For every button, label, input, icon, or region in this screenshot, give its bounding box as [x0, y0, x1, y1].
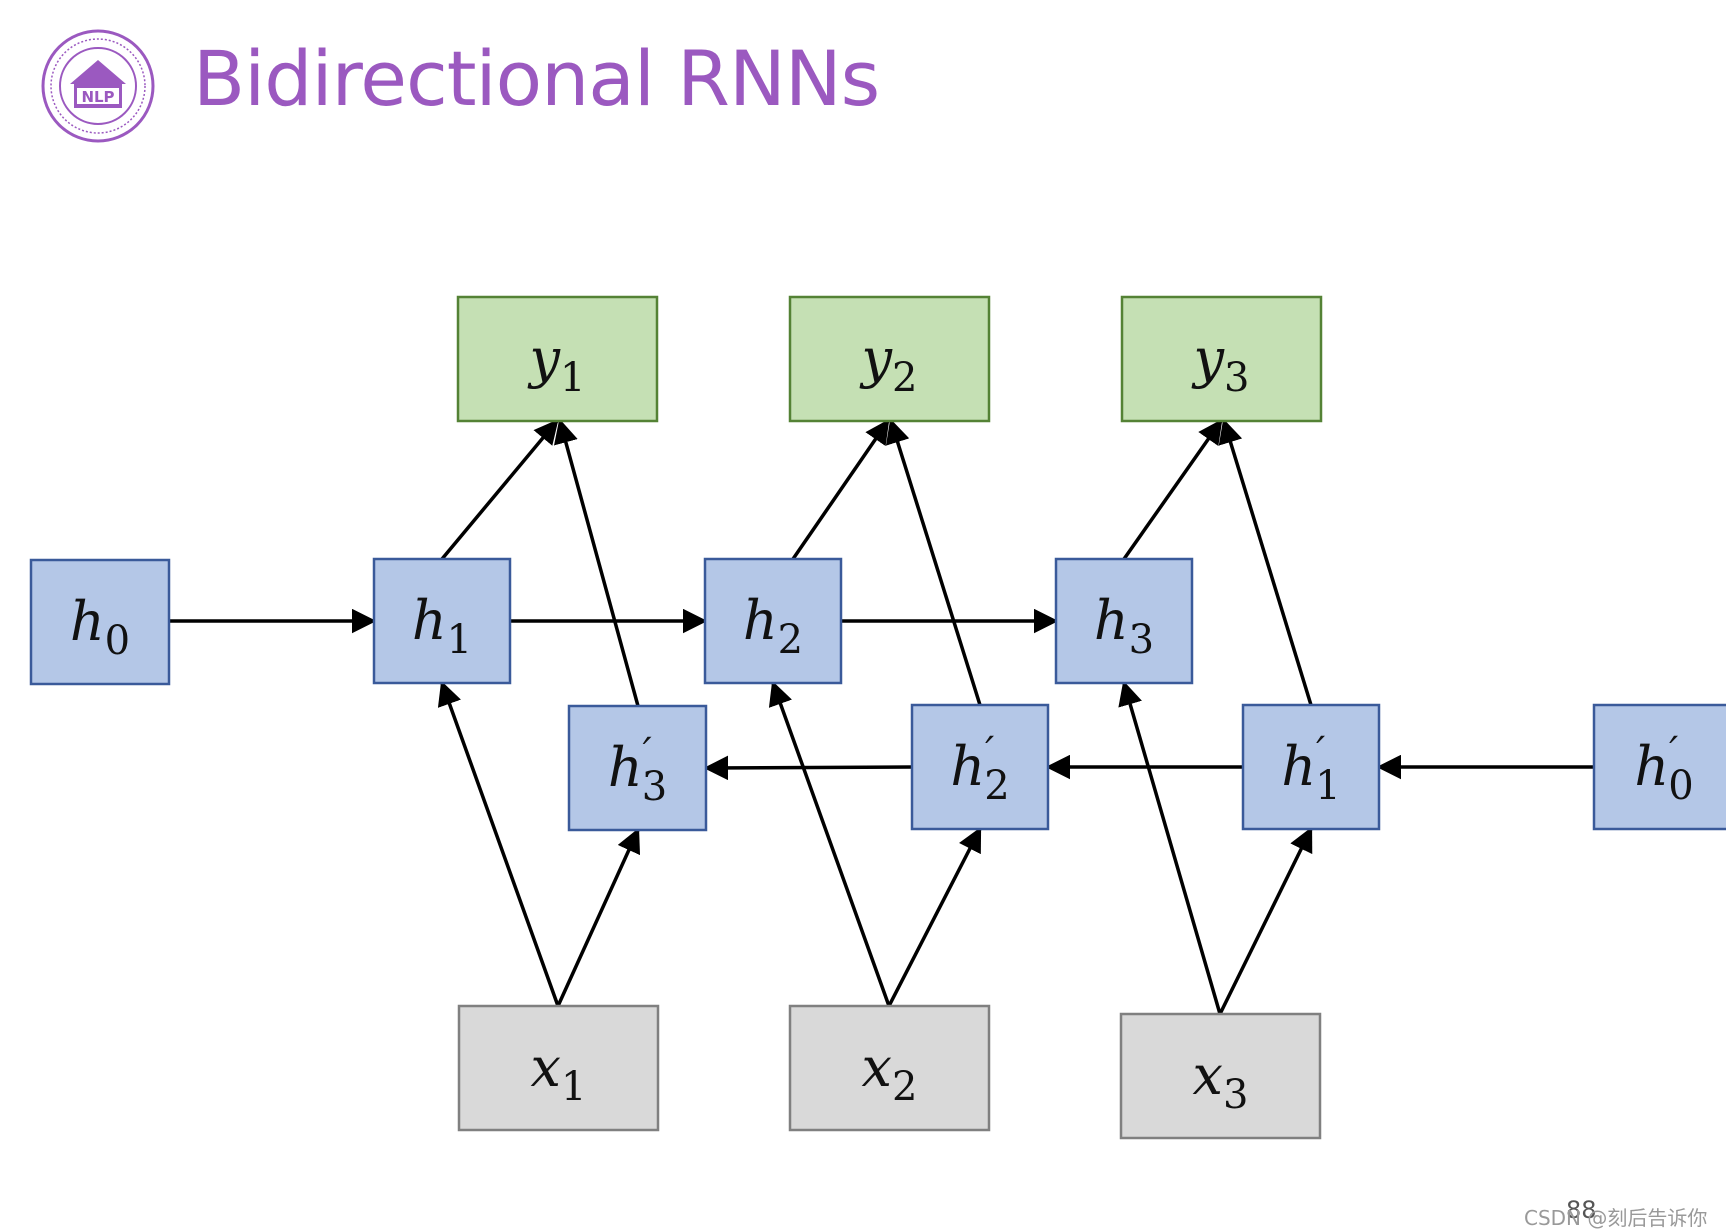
node-x3: x3	[1119, 1012, 1322, 1140]
node-prime: ′	[643, 730, 652, 776]
hidden-box	[1054, 557, 1194, 685]
university-seal-icon: NLP	[41, 29, 155, 143]
node-sub: 1	[561, 1064, 586, 1110]
node-var: h	[412, 589, 447, 652]
node-h0p: h′0	[1592, 703, 1726, 831]
arrow-h3-to-y3	[1122, 418, 1223, 561]
node-label: h′3	[608, 730, 667, 810]
output-box	[456, 295, 659, 423]
node-sub: 1	[1315, 763, 1340, 809]
hidden-box	[703, 557, 843, 685]
node-label: h′0	[1634, 729, 1693, 809]
node-sub: 3	[1129, 617, 1154, 663]
node-h3p: h′3	[567, 704, 708, 832]
node-y1: y1	[456, 295, 659, 423]
watermark: CSDN @刻后告诉你	[1524, 1206, 1708, 1230]
hidden-box	[372, 557, 512, 685]
node-var: h	[1094, 589, 1129, 652]
node-label: h2	[743, 589, 803, 663]
output-box	[1120, 295, 1323, 423]
node-var: h	[950, 735, 985, 798]
hidden-box	[567, 704, 708, 832]
node-var: h	[608, 736, 643, 799]
node-sub: 2	[892, 355, 917, 401]
slide-title: Bidirectional RNNs	[193, 34, 880, 123]
node-h2: h2	[703, 557, 843, 685]
arrow-x2-to-h2	[768, 680, 891, 1007]
node-label: y3	[1192, 327, 1250, 401]
node-label: h′1	[1281, 729, 1340, 809]
output-box	[788, 295, 991, 423]
node-var: y	[528, 327, 562, 390]
hidden-box	[29, 558, 171, 686]
node-x2: x2	[788, 1004, 991, 1132]
arrow-h2p-to-h3p	[703, 755, 913, 781]
node-y2: y2	[788, 295, 991, 423]
arrow-x1-to-h3p	[556, 827, 641, 1007]
node-sub: 2	[892, 1064, 917, 1110]
node-var: y	[860, 327, 894, 390]
node-var: y	[1192, 327, 1226, 390]
node-sub: 2	[984, 763, 1009, 809]
node-var: h	[70, 590, 105, 653]
node-label: y2	[860, 327, 918, 401]
node-prime: ′	[1316, 729, 1325, 775]
node-var: x	[1193, 1044, 1223, 1107]
arrow-h3p-to-y1	[554, 418, 640, 707]
node-sub: 3	[1224, 355, 1249, 401]
node-var: h	[1281, 735, 1316, 798]
node-label: h′2	[950, 729, 1009, 809]
node-y3: y3	[1120, 295, 1323, 423]
node-prime: ′	[985, 729, 994, 775]
input-box	[457, 1004, 660, 1132]
page-number: 88	[1566, 1196, 1597, 1224]
logo-text: NLP	[81, 88, 114, 106]
node-label: h1	[412, 589, 472, 663]
arrow-x2-to-h2p	[887, 826, 982, 1007]
hidden-box	[1241, 703, 1381, 831]
input-box	[1119, 1012, 1322, 1140]
arrow-h1p-to-y3	[1218, 418, 1313, 706]
node-x1: x1	[457, 1004, 660, 1132]
arrow-h1-to-y1	[440, 419, 559, 561]
node-sub: 1	[560, 355, 585, 401]
arrow-h2p-to-y2	[885, 418, 982, 706]
node-sub: 3	[1223, 1072, 1248, 1118]
node-label: h3	[1094, 589, 1154, 663]
node-var: x	[862, 1036, 892, 1099]
arrow-x3-to-h1p	[1218, 826, 1313, 1015]
edges	[169, 418, 1594, 1015]
node-sub: 0	[105, 618, 130, 664]
node-var: h	[1634, 735, 1669, 798]
node-h1: h1	[372, 557, 512, 685]
node-label: h0	[70, 590, 130, 664]
node-label: y1	[528, 327, 586, 401]
node-prime: ′	[1669, 729, 1678, 775]
node-sub: 2	[778, 617, 803, 663]
hidden-box	[1592, 703, 1726, 831]
node-h1p: h′1	[1241, 703, 1381, 831]
node-h3: h3	[1054, 557, 1194, 685]
node-var: x	[531, 1036, 561, 1099]
node-sub: 1	[447, 617, 472, 663]
node-h2p: h′2	[910, 703, 1050, 831]
arrow-x1-to-h1	[437, 680, 560, 1007]
input-box	[788, 1004, 991, 1132]
node-label: x1	[531, 1036, 587, 1110]
node-var: h	[743, 589, 778, 652]
arrow-h2-to-y2	[791, 418, 890, 560]
hidden-box	[910, 703, 1050, 831]
node-sub: 0	[1668, 763, 1693, 809]
node-label: x3	[1193, 1044, 1249, 1118]
node-h0: h0	[29, 558, 171, 686]
node-label: x2	[862, 1036, 918, 1110]
arrow-x3-to-h3	[1118, 680, 1222, 1015]
node-sub: 3	[642, 764, 667, 810]
